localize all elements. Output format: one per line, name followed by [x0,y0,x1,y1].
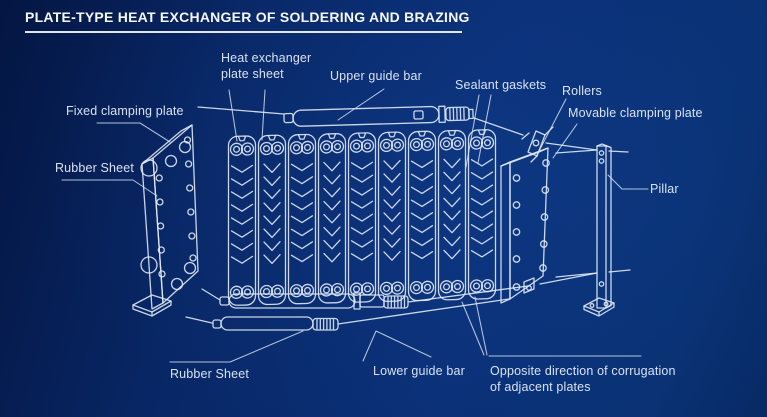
label-movable-clamping-plate: Movable clamping plate [568,106,703,120]
leader-rubber-sheet-left [62,180,157,196]
label-pillar: Pillar [650,182,679,196]
leader-movable-clamping-plate [553,124,577,158]
label-fixed-clamping-plate: Fixed clamping plate [66,104,184,118]
fixed-clamping-plate-drawing [133,125,198,316]
leader-heat-exchanger-plate-sheet [229,90,265,141]
movable-clamping-plate-drawing [501,127,553,303]
label-rollers: Rollers [562,84,602,98]
label-lower-guide-bar: Lower guide bar [373,364,465,378]
label-heat-exchanger-plate-sheet: Heat exchanger plate sheet [221,51,312,81]
upper-guide-bar-drawing [198,105,628,152]
leader-sealant-gaskets [466,95,491,167]
leader-lines [62,89,648,362]
leader-fixed-clamping-plate [97,123,170,142]
label-upper-guide-bar: Upper guide bar [330,69,422,83]
roller-bottom-drawing [524,278,534,293]
pillar-drawing [556,144,614,316]
leader-rollers [537,99,566,155]
label-rubber-sheet-bottom: Rubber Sheet [170,367,249,381]
leader-lower-guide-bar [363,331,431,361]
roller-top-drawing [522,127,553,162]
title-underline [25,31,462,33]
label-rubber-sheet-left: Rubber Sheet [55,161,134,175]
lower-guide-bar-drawing [186,270,630,330]
leader-pillar [608,175,648,189]
leader-rubber-sheet-bottom [170,331,303,362]
label-opposite-direction-of-corrugation: Opposite direction of corrugation of adj… [490,364,676,394]
label-sealant-gaskets: Sealant gaskets [455,78,547,92]
leader-opposite-direction [462,297,641,356]
leader-upper-guide-bar [338,89,384,120]
plate-stack [229,130,496,306]
page-title: PLATE-TYPE HEAT EXCHANGER OF SOLDERING A… [25,9,470,25]
